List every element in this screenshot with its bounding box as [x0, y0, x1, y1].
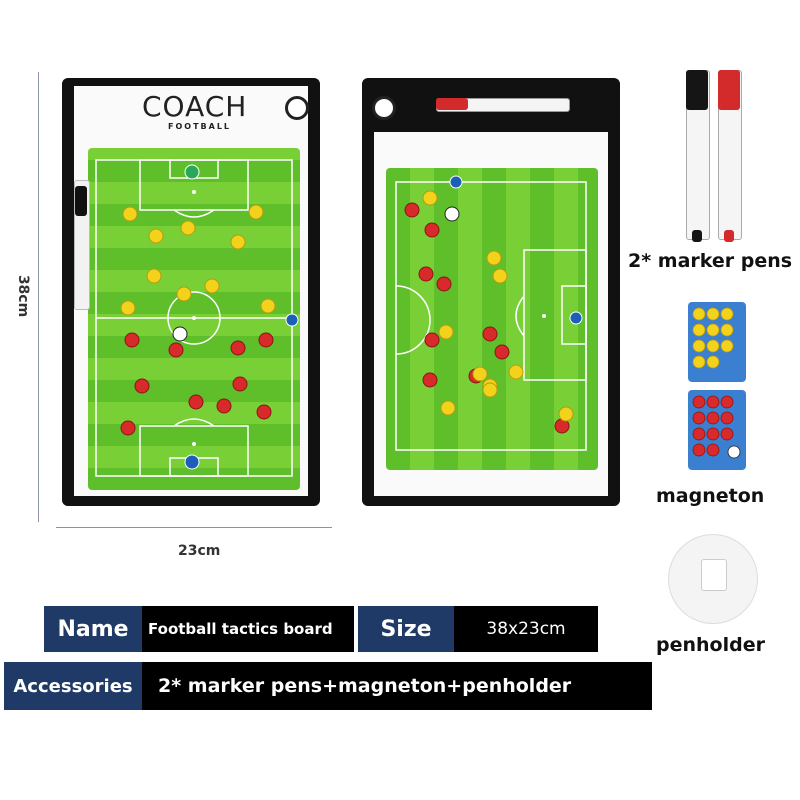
- red-marker-cap: [718, 70, 740, 110]
- left-pitch-lines: [95, 159, 299, 477]
- size-key-text: Size: [380, 616, 432, 642]
- name-key-cell: Name: [44, 606, 142, 652]
- black-marker-cap: [686, 70, 708, 110]
- magneton-label: magneton: [656, 485, 765, 507]
- accessories-key-cell: Accessories: [4, 662, 142, 710]
- coach-title: COACH: [142, 90, 248, 123]
- clipped-marker-cap: [436, 98, 468, 110]
- right-hanging-ring: [372, 96, 396, 120]
- accessories-value-text: 2* marker pens+magneton+penholder: [158, 675, 572, 697]
- accessories-key-text: Accessories: [13, 675, 133, 697]
- penholder-label: penholder: [656, 634, 765, 656]
- size-key-cell: Size: [358, 606, 454, 652]
- left-board-marker-cap: [75, 186, 87, 216]
- left-board-header: [74, 86, 308, 132]
- height-dimension-label: 38cm: [15, 274, 31, 318]
- black-marker-tip: [692, 230, 702, 242]
- red-magnet-sheet: [688, 390, 746, 470]
- right-pitch-lines: [395, 175, 587, 451]
- width-dimension-label: 23cm: [178, 543, 221, 559]
- size-value-text: 38x23cm: [486, 619, 566, 639]
- right-pitch: [386, 168, 598, 470]
- coach-subtitle: FOOTBALL: [168, 122, 232, 131]
- width-dimension-line: [56, 527, 332, 528]
- name-value-cell: Football tactics board: [142, 606, 354, 652]
- left-hanging-ring: [285, 96, 309, 120]
- name-value-text: Football tactics board: [148, 620, 333, 638]
- penholder-image: [668, 534, 758, 624]
- yellow-magnet-sheet: [688, 302, 746, 382]
- name-key-text: Name: [57, 616, 129, 642]
- marker-pens-label: 2* marker pens: [628, 250, 793, 272]
- height-dimension-line: [38, 72, 39, 522]
- left-pitch: [88, 148, 300, 490]
- accessories-value-cell: 2* marker pens+magneton+penholder: [142, 662, 652, 710]
- size-value-cell: 38x23cm: [454, 606, 598, 652]
- penholder-clip: [701, 559, 727, 591]
- red-marker-tip: [724, 230, 734, 242]
